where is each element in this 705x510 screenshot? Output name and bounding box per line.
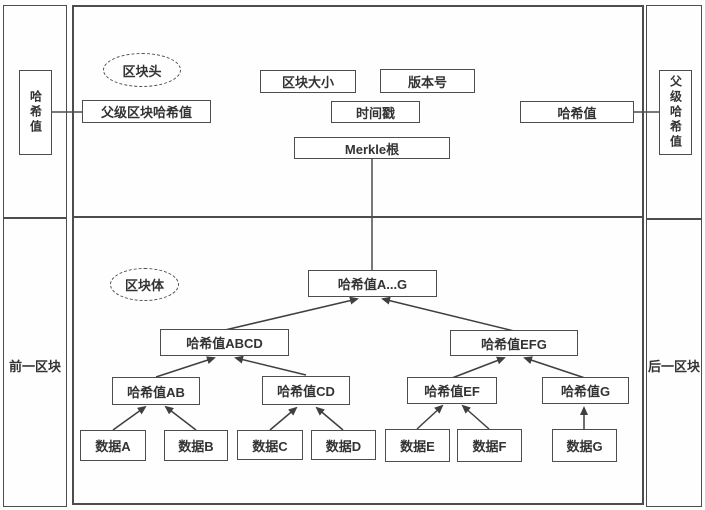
next-block-column — [646, 5, 702, 507]
node-hash: 哈希值 — [520, 101, 634, 123]
node-data-a: 数据A — [80, 430, 146, 461]
node-data-e: 数据E — [385, 429, 450, 462]
node-hash-ef: 哈希值EF — [407, 377, 497, 404]
node-parent-block-hash: 父级区块哈希值 — [82, 100, 211, 123]
prev-block-column-divider — [3, 217, 67, 219]
node-hash-abcd: 哈希值ABCD — [160, 329, 289, 356]
block-header-ellipse: 区块头 — [103, 53, 181, 87]
node-timestamp: 时间戳 — [331, 101, 420, 123]
node-hash-ab: 哈希值AB — [112, 377, 200, 405]
node-hash-a-g: 哈希值A...G — [308, 270, 437, 297]
prev-block-column — [3, 5, 67, 507]
node-data-g: 数据G — [552, 429, 617, 462]
node-version: 版本号 — [380, 69, 475, 93]
node-block-size: 区块大小 — [260, 70, 356, 93]
header-body-divider — [72, 216, 644, 218]
block-body-ellipse: 区块体 — [110, 268, 179, 301]
node-data-b: 数据B — [164, 430, 228, 461]
next-block-column-divider — [646, 218, 702, 220]
node-data-c: 数据C — [237, 430, 303, 460]
current-block-frame — [72, 5, 644, 505]
node-hash-efg: 哈希值EFG — [450, 330, 578, 356]
node-data-d: 数据D — [311, 430, 376, 460]
next-block-label: 后一区块 — [647, 359, 700, 374]
prev-block-label: 前一区块 — [8, 359, 61, 374]
prev-block-hash-box: 哈希值 — [19, 70, 52, 155]
node-data-f: 数据F — [457, 429, 522, 462]
node-merkle-root: Merkle根 — [294, 137, 450, 159]
node-hash-cd: 哈希值CD — [262, 376, 350, 405]
node-hash-g: 哈希值G — [542, 377, 629, 404]
next-block-parent-hash-box: 父级哈希值 — [659, 70, 692, 155]
